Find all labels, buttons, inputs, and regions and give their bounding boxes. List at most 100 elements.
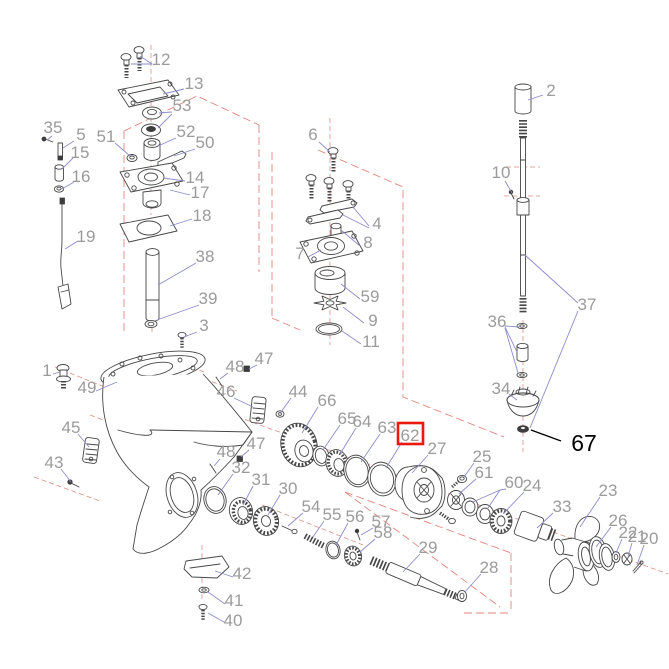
leader-line-49 (95, 381, 118, 392)
part-label-43: 43 (45, 453, 64, 472)
leader-line-48 (219, 372, 229, 380)
part-label-26: 26 (609, 511, 628, 530)
leader-line-44 (280, 397, 292, 413)
leader-line-30 (267, 494, 281, 516)
part-label-33: 33 (553, 497, 572, 516)
leader-line-51 (114, 142, 131, 157)
part-label-66: 66 (318, 391, 337, 410)
part-label-12: 12 (152, 50, 171, 69)
leader-line-39 (156, 304, 200, 321)
leader-line-13 (162, 88, 185, 95)
part-label-57: 57 (372, 512, 391, 531)
part-label-2: 2 (546, 81, 555, 100)
part-label-22: 22 (619, 523, 638, 542)
leader-line-54 (287, 512, 304, 527)
part-label-19: 19 (77, 227, 96, 246)
leader-line-41 (207, 591, 226, 605)
leader-line-23 (579, 496, 601, 528)
part-label-34: 34 (492, 379, 511, 398)
part-label-63: 63 (378, 418, 397, 437)
leader-line-63 (360, 433, 381, 463)
part-label-61: 61 (475, 463, 494, 482)
leader-line-16 (61, 181, 75, 190)
leader-line-21 (627, 542, 633, 557)
prop-shaft-drawing (203, 486, 468, 603)
upper-pump-stack-drawing (117, 46, 187, 348)
leader-line-20 (636, 544, 645, 566)
part-label-13: 13 (185, 74, 204, 93)
leader-line-34 (508, 393, 518, 401)
part-label-11: 11 (362, 332, 380, 351)
annotations-layer: 67 (396, 421, 597, 456)
part-label-5: 5 (76, 125, 85, 144)
part-label-32: 32 (232, 458, 251, 477)
leader-line-60 (487, 489, 501, 509)
leader-line-1 (52, 371, 61, 375)
part-label-48: 48 (226, 357, 245, 376)
gearcase-housing-drawing (100, 350, 253, 620)
part-label-25: 25 (473, 447, 492, 466)
leader-line-47 (240, 449, 250, 458)
leader-line-11 (341, 330, 362, 345)
leader-line-26 (595, 526, 612, 548)
anodes-fasteners-drawing (56, 364, 285, 488)
leader-line-60 (499, 488, 507, 491)
leader-line-38 (157, 262, 197, 286)
part-label-8: 8 (363, 233, 372, 252)
part-label-55: 55 (323, 505, 342, 524)
part-label-3: 3 (199, 316, 208, 335)
leader-line-55 (312, 520, 325, 538)
leader-line-29 (402, 553, 421, 573)
leader-line-2 (527, 94, 544, 101)
leader-line-5 (62, 140, 75, 149)
shift-rod-drawing (41, 136, 72, 310)
part-label-16: 16 (72, 167, 91, 186)
part-label-27: 27 (428, 439, 447, 458)
part-label-42: 42 (233, 564, 252, 583)
part-label-40: 40 (224, 611, 243, 630)
part-label-44: 44 (289, 382, 308, 401)
leader-line-56 (335, 522, 349, 546)
part-label-29: 29 (419, 538, 438, 557)
leader-line-37 (524, 254, 579, 304)
part-label-15: 15 (71, 143, 90, 162)
leader-line-12 (139, 55, 153, 65)
part-label-9: 9 (368, 311, 377, 330)
leader-line-14 (162, 177, 186, 182)
part-label-39: 39 (199, 289, 218, 308)
part-label-54: 54 (302, 497, 321, 516)
leader-line-28 (464, 573, 482, 593)
leader-line-36 (504, 325, 520, 328)
leader-line-57 (360, 527, 374, 536)
part-label-24: 24 (523, 476, 542, 495)
leader-line-25 (463, 462, 475, 478)
part-label-30: 30 (279, 479, 298, 498)
part-label-49: 49 (78, 378, 97, 397)
part-label-35: 35 (44, 118, 63, 137)
leader-line-66 (301, 406, 319, 434)
leader-line-59 (340, 283, 361, 300)
leader-line-40 (207, 612, 225, 623)
part-label-64: 64 (353, 412, 372, 431)
part-label-52: 52 (177, 122, 196, 141)
leader-line-60 (472, 489, 501, 503)
leader-line-4 (352, 206, 370, 227)
part-label-47: 47 (255, 349, 274, 368)
leader-line-6 (318, 141, 331, 153)
part-label-58: 58 (374, 523, 393, 542)
callout-leader-line (530, 429, 562, 442)
part-label-41: 41 (225, 591, 244, 610)
leader-line-3 (183, 331, 198, 338)
leader-line-27 (411, 454, 429, 474)
part-label-47: 47 (247, 434, 266, 453)
part-label-23: 23 (599, 481, 618, 500)
leader-line-53 (157, 113, 173, 129)
part-label-56: 56 (346, 507, 365, 526)
part-label-45: 45 (62, 418, 81, 437)
leader-line-46 (233, 397, 254, 408)
part-label-10: 10 (492, 163, 511, 182)
part-label-50: 50 (196, 133, 215, 152)
leader-line-45 (77, 433, 90, 448)
